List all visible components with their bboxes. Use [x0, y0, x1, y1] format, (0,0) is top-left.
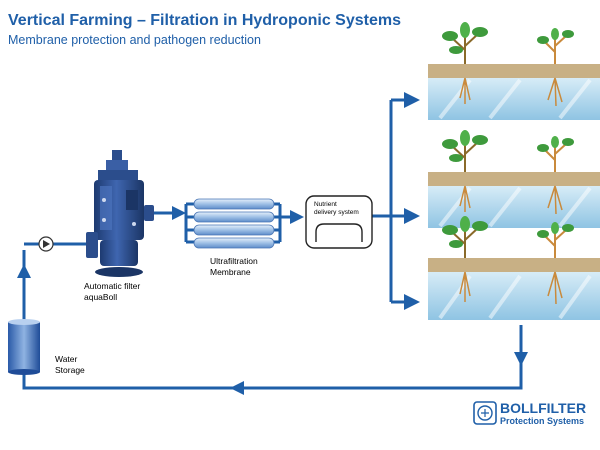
water-storage-label: Water Storage: [55, 354, 85, 375]
grow-shelf-1: [428, 64, 600, 120]
nutrient-delivery-label: Nutrient delivery system: [314, 201, 359, 216]
ultrafiltration-membrane-icon: [193, 198, 275, 249]
bollfilter-logo-icon: [473, 401, 497, 425]
grow-shelf-3: [428, 258, 600, 320]
logo-tagline: Protection Systems: [500, 416, 585, 426]
nutrient-delivery-box: [305, 195, 373, 249]
arrow-to-shelf-1: [404, 92, 420, 108]
page-title: Vertical Farming – Filtration in Hydropo…: [8, 12, 401, 29]
arrow-to-shelf-3: [404, 294, 420, 310]
plant-2: [537, 28, 574, 107]
plant-5: [442, 216, 488, 302]
arrow-up-return: [17, 264, 31, 278]
arrow-left-return: [230, 381, 244, 395]
plant-1: [442, 22, 488, 104]
plant-6: [537, 222, 574, 305]
automatic-filter-icon: [86, 150, 154, 277]
pump-icon: [38, 236, 54, 252]
plant-3: [442, 130, 488, 212]
automatic-filter-label: Automatic filter aquaBoll: [84, 281, 141, 302]
ultrafiltration-membrane-label: Ultrafiltration Membrane: [210, 256, 258, 277]
arrow-to-nutrient: [290, 210, 304, 224]
grow-shelf-2: [428, 172, 600, 228]
flow-arrows: [17, 92, 528, 395]
arrow-to-membrane: [172, 206, 186, 220]
bollfilter-logo: BOLLFILTER Protection Systems: [500, 400, 587, 427]
logo-name: BOLLFILTER: [500, 400, 587, 416]
arrow-to-shelf-2: [404, 208, 420, 224]
plant-4: [537, 136, 574, 215]
membrane-inlet-manifold: [184, 202, 195, 244]
membrane-outlet-manifold: [272, 202, 282, 244]
page-subtitle: Membrane protection and pathogen reducti…: [8, 33, 261, 47]
arrow-down-outlet: [514, 352, 528, 366]
water-storage-tank-icon: [8, 319, 40, 375]
